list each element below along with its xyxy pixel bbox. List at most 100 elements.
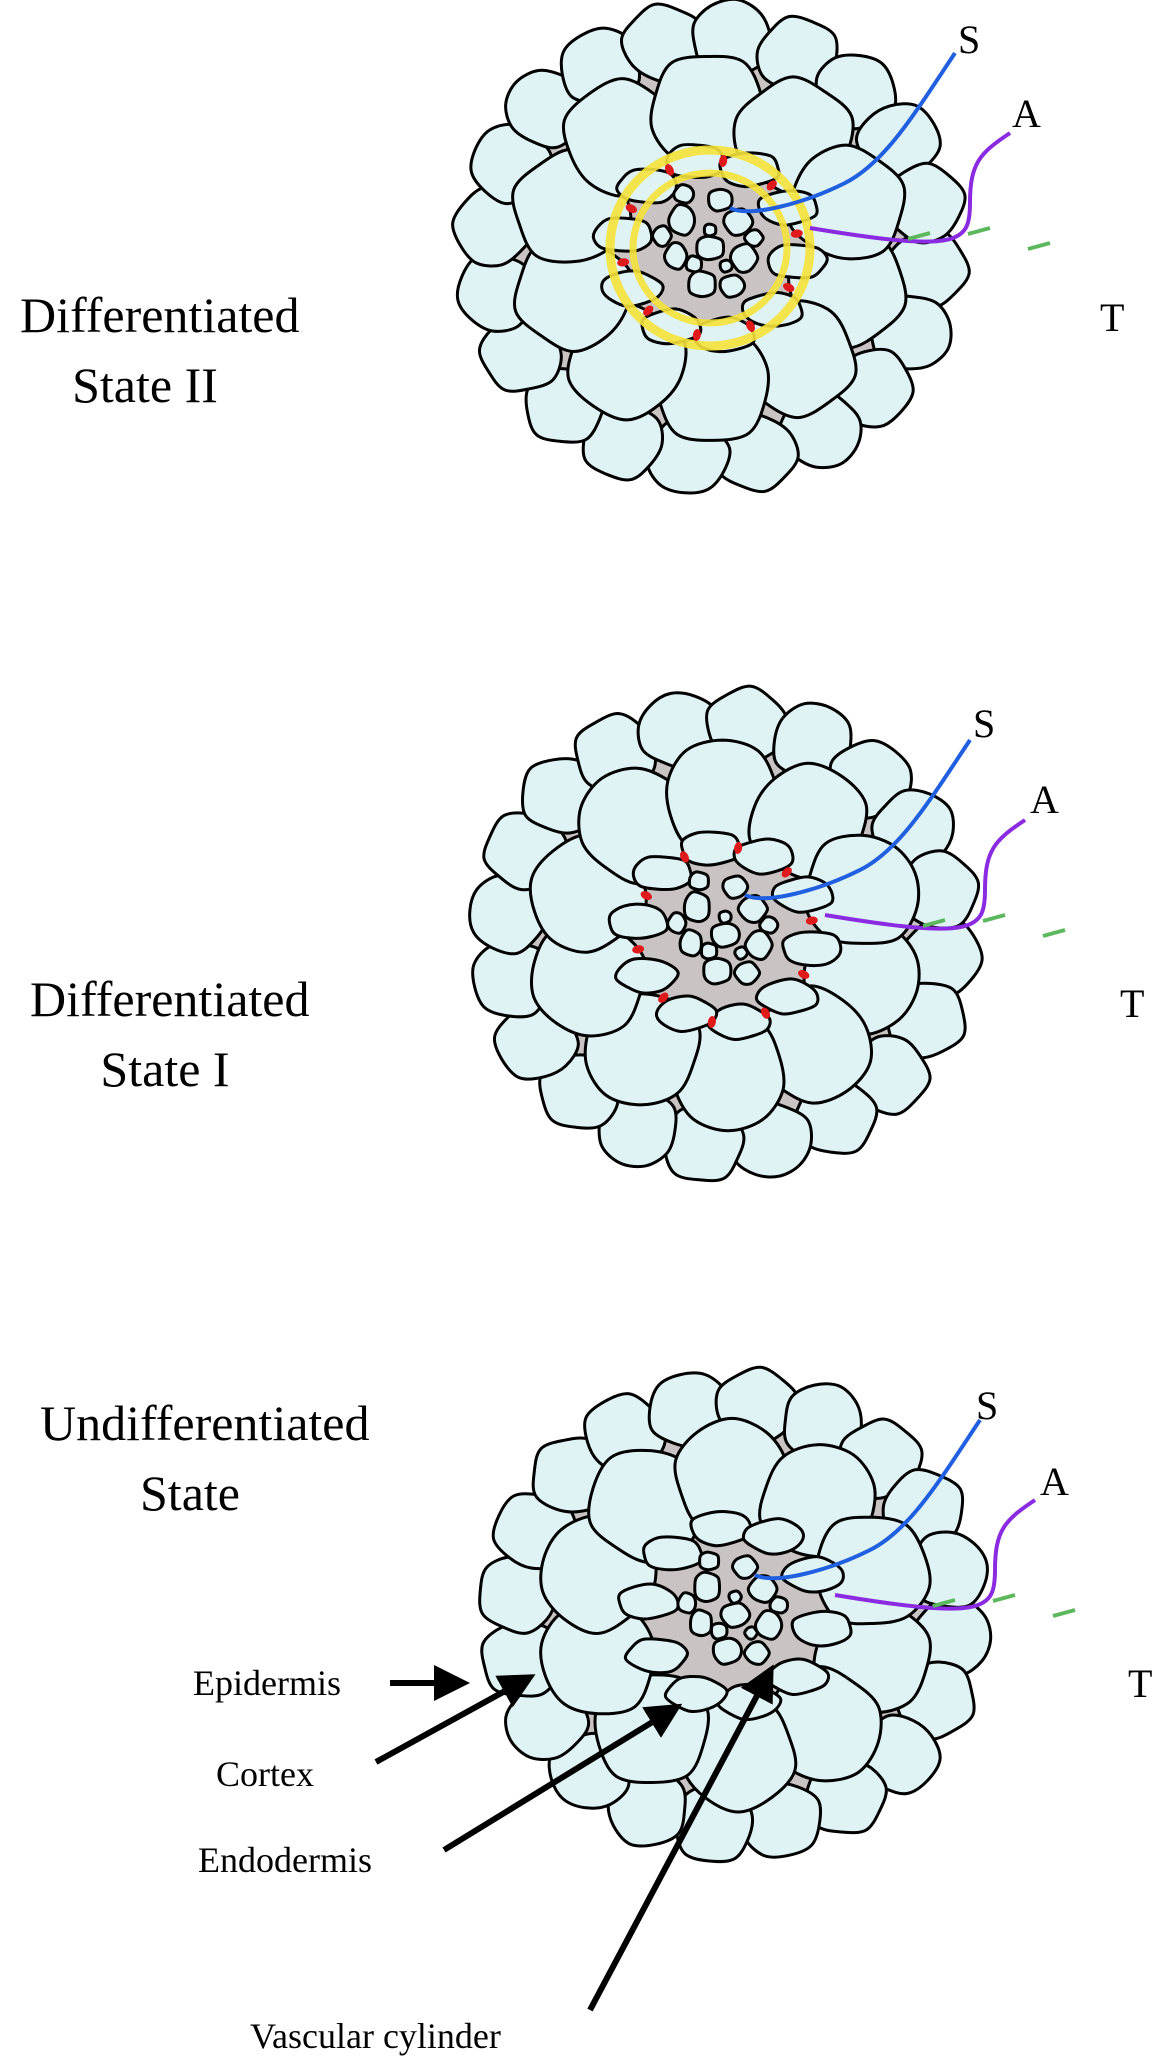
state-title: Differentiated State II (20, 287, 300, 413)
casparian-strip (805, 916, 818, 925)
vascular-cell (678, 928, 703, 958)
vascular-cell (672, 183, 696, 205)
transmembrane-arrow (1027, 241, 1051, 251)
casparian-strip (643, 305, 654, 316)
endodermis-cell (679, 830, 743, 867)
symplastic-label: S (973, 701, 996, 746)
casparian-strip (761, 1007, 771, 1019)
vascular-cell (695, 234, 726, 262)
state-title: Undifferentiated State (40, 1395, 370, 1521)
state-title: Differentiated State I (30, 971, 310, 1097)
transmembrane-arrow (992, 1593, 1016, 1603)
casparian-strip (719, 155, 728, 167)
cells (478, 1365, 993, 1864)
vascular-cell (699, 941, 719, 961)
transmembrane-arrow (907, 231, 931, 241)
root-cross-section (468, 684, 1066, 1183)
vascular-cell (758, 915, 780, 935)
casparian-strip (679, 851, 689, 863)
vascular-cell (676, 1591, 698, 1615)
transmembrane-arrow (1042, 928, 1066, 938)
apoplastic-path (834, 1498, 1037, 1611)
vascular-cylinder-label: Vascular cylinder (250, 2016, 501, 2056)
transmembrane-arrow (932, 1598, 956, 1608)
apoplastic-path (809, 131, 1012, 244)
vascular-cell (687, 870, 710, 892)
vascular-cell (709, 1621, 729, 1641)
vascular-cell (731, 1554, 760, 1580)
vascular-cell (718, 258, 734, 274)
panel-undifferentiated-state: Undifferentiated State S A T Epidermis C… (0, 1360, 1171, 2063)
vascular-cell (693, 1570, 722, 1604)
transmembrane-arrow (967, 226, 991, 236)
endodermis-cell (614, 957, 680, 995)
casparian-strip (734, 842, 743, 854)
suberin-lamella (605, 145, 815, 351)
vascular-cell (718, 273, 747, 299)
apoplastic-label: A (1030, 777, 1059, 822)
casparian-strip (640, 891, 652, 901)
transmembrane-label: T (1120, 981, 1145, 1026)
pathways (754, 1418, 1076, 1618)
casparian-strip (707, 1016, 716, 1028)
cells (451, 0, 971, 495)
cells (468, 684, 984, 1183)
transmembrane-label: T (1100, 295, 1125, 340)
endodermis-cell (663, 1674, 729, 1714)
vascular-cell (666, 911, 688, 935)
casparian-strip (746, 320, 756, 332)
apoplastic-label: A (1012, 91, 1041, 136)
vascular-cell (702, 222, 718, 238)
casparian-strip (783, 282, 795, 292)
vascular-cell (743, 929, 774, 961)
transmembrane-label: T (1128, 1661, 1153, 1706)
vascular-cell (663, 241, 689, 271)
suberin-lamella-inner (629, 169, 791, 327)
endodermis-cell (741, 1517, 805, 1556)
casparian-strip (658, 992, 669, 1003)
endodermis-cell (631, 855, 693, 891)
vascular-cell (711, 1636, 744, 1666)
endodermis-cell (754, 977, 820, 1016)
vascular-cell (688, 1608, 713, 1638)
endodermis-label: Endodermis (198, 1840, 372, 1880)
apoplastic-path (824, 818, 1027, 931)
panel-differentiated-state-1: Differentiated State I S A T (0, 680, 1171, 1360)
vascular-cell (768, 1595, 790, 1615)
endodermis-cell (790, 1609, 853, 1648)
endodermis-cell (617, 1582, 680, 1621)
transmembrane-arrow (1052, 1608, 1076, 1618)
endodermis-cell (689, 1510, 753, 1548)
casparian-strip (781, 867, 792, 878)
vascular-cell (650, 224, 673, 248)
casparian-strip (664, 164, 674, 176)
vascular-cell (727, 1589, 743, 1605)
vascular-cell (698, 1550, 721, 1572)
root-cross-section (478, 1365, 1076, 1864)
casparian-strip (790, 229, 803, 238)
symplastic-path (729, 51, 957, 214)
pathways (744, 738, 1066, 938)
casparian-strip (617, 258, 630, 267)
casparian-strip (798, 969, 810, 979)
endodermis-arrow (442, 1703, 683, 1853)
vascular-cell (667, 203, 697, 237)
endodermis-cell (591, 216, 654, 253)
vascular-cell (732, 960, 762, 986)
endodermis-cell (607, 902, 670, 940)
transmembrane-arrow (982, 913, 1006, 923)
vascular-cell (729, 242, 760, 274)
vascular-cell (687, 269, 717, 299)
cortex-label: Cortex (216, 1754, 314, 1794)
root-cross-section (451, 0, 1051, 495)
vascular-cell (733, 945, 749, 961)
vascular-cell (742, 1640, 771, 1666)
casparian-strip (625, 204, 637, 214)
vascular-cell (717, 909, 733, 925)
vascular-cell (742, 228, 765, 248)
vascular-cell (743, 1625, 759, 1641)
apoplastic-label: A (1040, 1459, 1069, 1504)
endodermis-cell (766, 243, 829, 280)
symplastic-path (754, 1418, 982, 1581)
endodermis-cell (781, 930, 843, 968)
